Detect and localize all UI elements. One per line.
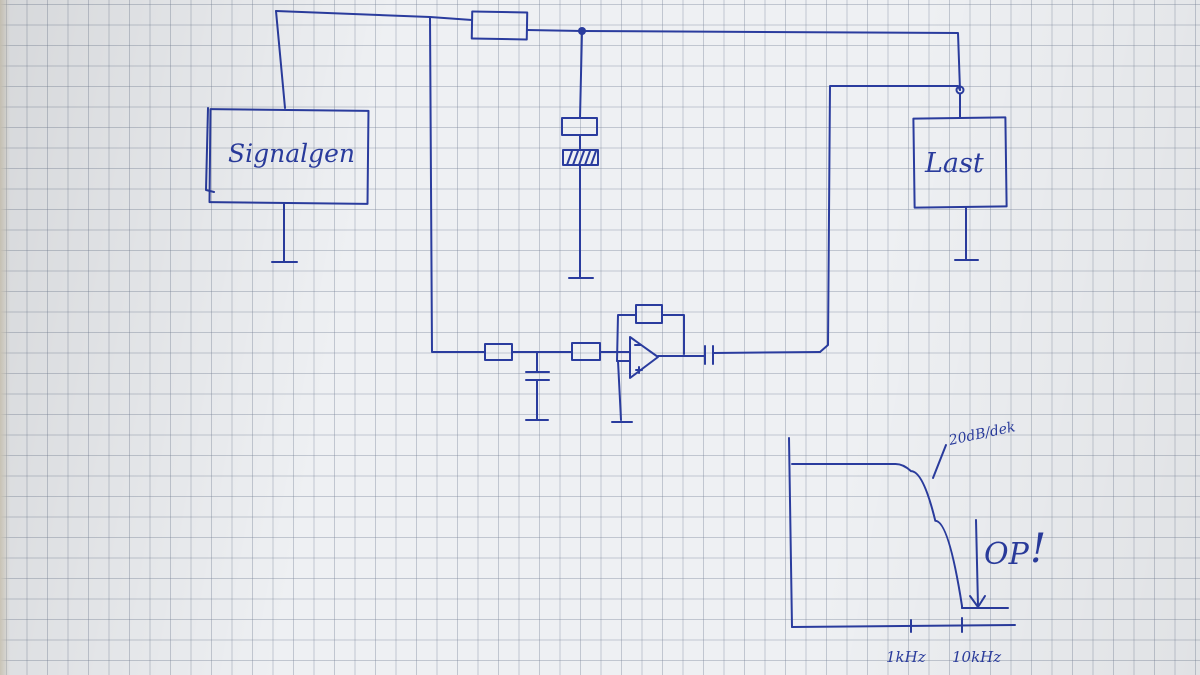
chart-y-axis bbox=[788, 437, 793, 628]
wire-load-feedback bbox=[819, 85, 961, 353]
op-arrow-head bbox=[969, 595, 986, 608]
filter-capacitor bbox=[525, 371, 550, 381]
slope-annotation: 20dB/dek bbox=[947, 419, 1017, 449]
filter-resistor-2 bbox=[571, 342, 601, 361]
wire-mid-branch bbox=[579, 30, 583, 119]
opamp-triangle bbox=[629, 336, 659, 379]
branch-component-upper bbox=[561, 117, 598, 136]
tick-label-10khz: 10kHz bbox=[952, 648, 1001, 666]
load-label: Last bbox=[924, 148, 984, 179]
opamp-feedback bbox=[616, 314, 685, 362]
opamp-plus bbox=[635, 366, 643, 374]
paper-edge bbox=[0, 0, 10, 675]
signal-generator-label: Signalgen bbox=[228, 139, 355, 168]
chart-x-axis bbox=[791, 624, 1016, 628]
slope-pointer bbox=[932, 444, 947, 479]
signal-generator-inner-line bbox=[205, 107, 215, 193]
wire-opamp-ground bbox=[617, 360, 622, 421]
wire-signalgen-up bbox=[275, 10, 286, 109]
hatching bbox=[566, 150, 597, 166]
tick-label-1khz: 1kHz bbox=[886, 648, 926, 666]
frequency-response-chart: 1kHz 10kHz 20dB/dek OP ! bbox=[788, 419, 1046, 666]
wire-cap-to-load bbox=[712, 351, 821, 354]
response-curve bbox=[791, 462, 963, 609]
series-resistor-top bbox=[470, 10, 529, 41]
filter-resistor-1 bbox=[484, 343, 513, 361]
op-arrow bbox=[975, 519, 979, 607]
feedback-resistor bbox=[635, 304, 663, 324]
op-note: OP bbox=[984, 537, 1030, 572]
wire-left-down bbox=[429, 16, 486, 353]
wire-top-right bbox=[526, 29, 961, 91]
output-capacitor bbox=[704, 345, 714, 365]
wire-top-left bbox=[275, 10, 473, 21]
op-exclaim: ! bbox=[1030, 526, 1046, 572]
signal-generator-box bbox=[208, 108, 370, 205]
